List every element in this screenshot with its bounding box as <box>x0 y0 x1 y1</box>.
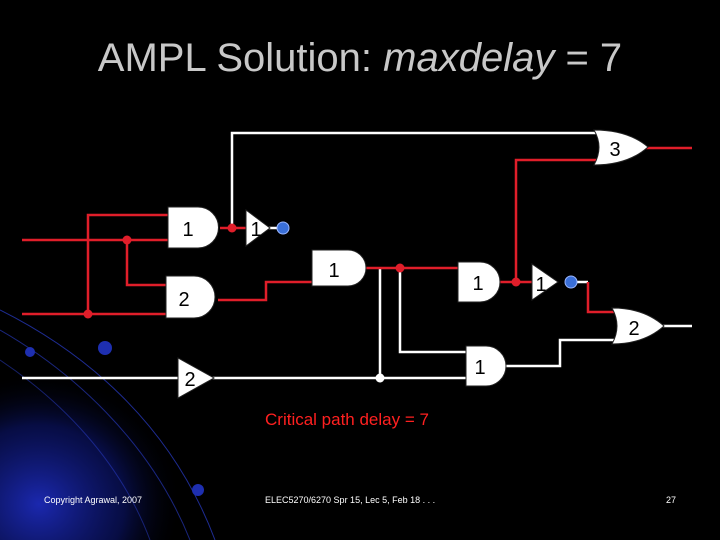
delay-label: 2 <box>628 318 639 340</box>
delay-label: 1 <box>182 219 193 241</box>
or-gate-right <box>611 307 665 345</box>
delay-label: 1 <box>535 274 546 296</box>
buffer-gate-bottom <box>177 357 216 399</box>
and-gate-1 <box>167 206 219 249</box>
delay-label: 1 <box>474 357 485 379</box>
junctions <box>83 223 521 383</box>
decor-dot <box>98 341 112 355</box>
title-emphasis: maxdelay <box>383 36 555 80</box>
critical-path-annotation: Critical path delay = 7 <box>265 410 429 429</box>
gates <box>165 129 665 399</box>
inverter-bubble-icon <box>564 275 578 289</box>
junction-dot <box>511 277 521 287</box>
delay-label: 3 <box>609 139 620 161</box>
critical-wire <box>218 280 312 302</box>
delay-label: 1 <box>472 273 483 295</box>
delay-element <box>311 249 367 287</box>
footer-copyright: Copyright Agrawal, 2007 <box>44 495 143 505</box>
footer-page-number: 27 <box>666 495 677 505</box>
critical-wire <box>586 282 620 314</box>
inverter-bubble-icon <box>276 221 290 235</box>
junction-dot <box>122 235 132 245</box>
title-prefix: AMPL Solution: <box>97 36 384 80</box>
delay-label: 2 <box>178 289 189 311</box>
critical-wires <box>22 146 692 316</box>
wire <box>398 268 468 354</box>
wire <box>230 131 604 225</box>
wire <box>504 338 620 368</box>
junction-dot <box>227 223 237 233</box>
delay-label: 1 <box>328 260 339 282</box>
delay-label: 2 <box>184 369 195 391</box>
critical-wire <box>125 240 168 287</box>
delay-label: 1 <box>250 219 261 241</box>
junction-dot <box>375 373 385 383</box>
and-gate-2 <box>165 275 216 319</box>
page-title: AMPL Solution: maxdelay = 7 <box>0 36 720 81</box>
or-gate-top <box>593 129 649 166</box>
not-gate-2 <box>531 263 559 301</box>
junction-dot <box>395 263 405 273</box>
decor-dot <box>25 347 35 357</box>
delay-labels: 3 1 1 2 1 1 1 2 2 1 <box>178 139 639 391</box>
and-gate-3 <box>457 261 501 303</box>
title-suffix: = 7 <box>554 36 623 80</box>
decor-dot <box>192 484 204 496</box>
not-gate-1 <box>245 209 271 247</box>
junction-dot <box>83 309 93 319</box>
blue-swoosh <box>0 300 260 540</box>
critical-wire <box>514 158 604 282</box>
and-gate-bottom <box>465 345 507 387</box>
normal-wires <box>22 131 692 380</box>
critical-wire <box>86 213 170 314</box>
footer-course: ELEC5270/6270 Spr 15, Lec 5, Feb 18 . . … <box>265 495 436 505</box>
